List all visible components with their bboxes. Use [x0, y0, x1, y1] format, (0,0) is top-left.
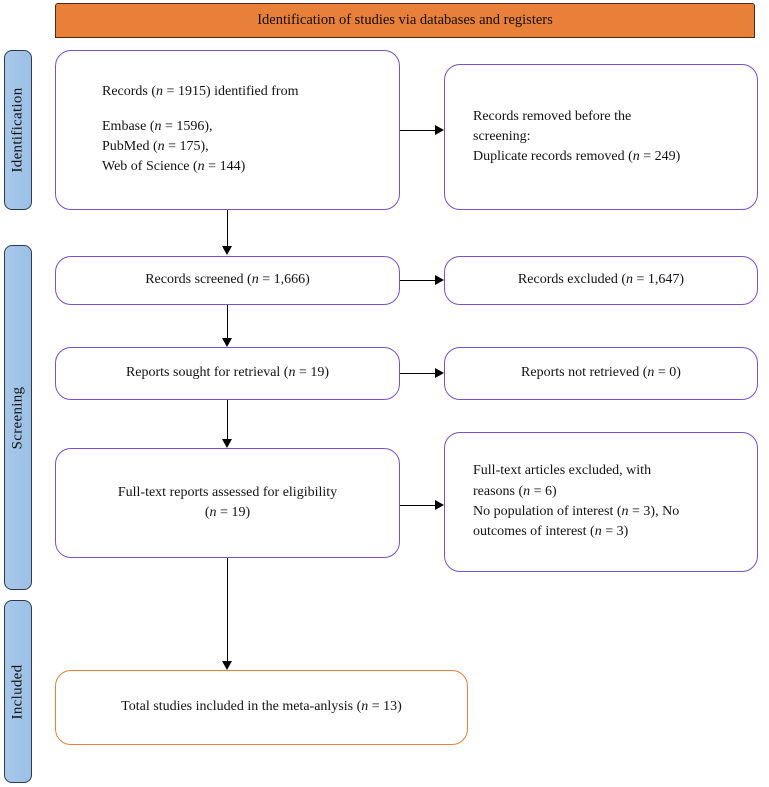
- arrowhead-identified-to-screened: [222, 246, 232, 255]
- reasons-count: = 6): [530, 483, 557, 499]
- reasons-label: reasons (: [473, 483, 524, 499]
- phase-rail-screening: Screening: [4, 245, 32, 590]
- diagram-banner: Identification of studies via databases …: [55, 3, 755, 38]
- box-records-screened-text: Records screened (n = 1,666): [56, 270, 399, 290]
- box-records-removed-text: Records removed before the screening: Du…: [445, 107, 757, 168]
- box-records-removed: Records removed before the screening: Du…: [444, 64, 758, 210]
- source-3-label: Web of Science (: [102, 159, 198, 175]
- box-fulltext-excluded: Full-text articles excluded, with reason…: [444, 432, 758, 572]
- box-records-screened: Records screened (n = 1,666): [55, 256, 400, 305]
- box-fulltext-excluded-text: Full-text articles excluded, with reason…: [445, 461, 757, 542]
- source-3-count: = 144): [204, 159, 246, 175]
- phase-rail-identification-label: Identification: [9, 87, 26, 173]
- connector-identified-to-screened: [227, 210, 228, 246]
- reports-not-retrieved-count: = 0): [654, 365, 681, 381]
- arrowhead-sought-to-fulltext: [222, 439, 232, 448]
- italic-n: n: [632, 149, 640, 165]
- connector-screened-to-sought: [227, 305, 228, 338]
- italic-n: n: [594, 524, 602, 540]
- phase-rail-identification: Identification: [4, 50, 32, 210]
- box-records-excluded-text: Records excluded (n = 1,647): [445, 270, 757, 290]
- no-population-label: No population of interest (: [473, 504, 622, 519]
- fulltext-assessed-line2: (n = 19): [68, 503, 387, 523]
- records-identified-line1-rest: = 1915) identified from: [163, 84, 299, 100]
- no-population-count: = 3), No: [628, 504, 680, 519]
- duplicates-count: = 249): [639, 149, 681, 165]
- arrowhead-fulltext-to-excluded: [435, 500, 444, 510]
- italic-n: n: [288, 365, 296, 381]
- connector-fulltext-to-included: [227, 558, 228, 661]
- records-identified-source-3: Web of Science (n = 144): [102, 157, 385, 177]
- box-total-included: Total studies included in the meta-anlys…: [55, 670, 468, 745]
- italic-n: n: [156, 84, 164, 100]
- fulltext-excluded-line3: No population of interest (n = 3), No: [473, 502, 745, 522]
- fulltext-excluded-line4: outcomes of interest (n = 3): [473, 522, 745, 542]
- italic-n: n: [209, 505, 217, 520]
- paren-open: (: [204, 505, 210, 520]
- arrowhead-sought-to-not-retrieved: [435, 368, 444, 378]
- spacer: [102, 103, 385, 117]
- records-excluded-count: = 1,647): [633, 272, 685, 288]
- duplicates-label: Duplicate records removed (: [473, 149, 633, 165]
- italic-n: n: [251, 272, 259, 288]
- total-included-count: = 13): [368, 699, 402, 715]
- reports-sought-count: = 19): [295, 365, 330, 381]
- italic-n: n: [621, 504, 629, 519]
- records-screened-count: = 1,666): [258, 272, 310, 288]
- italic-n: n: [154, 118, 162, 134]
- source-2-count: = 175),: [164, 139, 209, 154]
- records-removed-line3: Duplicate records removed (n = 249): [473, 147, 745, 167]
- arrowhead-screened-to-excluded: [435, 275, 444, 285]
- phase-rail-included: Included: [4, 600, 32, 783]
- no-outcomes-label: outcomes of interest (: [473, 524, 595, 540]
- box-reports-sought-text: Reports sought for retrieval (n = 19): [56, 363, 399, 383]
- italic-n: n: [197, 159, 205, 175]
- italic-n: n: [647, 365, 655, 381]
- no-outcomes-count: = 3): [601, 524, 629, 540]
- box-records-identified-text: Records (n = 1915) identified from Embas…: [56, 82, 399, 177]
- box-records-excluded: Records excluded (n = 1,647): [444, 256, 758, 305]
- records-screened-label: Records screened (: [145, 272, 252, 288]
- box-fulltext-assessed-text: Full-text reports assessed for eligibili…: [56, 483, 399, 524]
- italic-n: n: [361, 699, 369, 715]
- box-fulltext-assessed: Full-text reports assessed for eligibili…: [55, 448, 400, 558]
- connector-fulltext-to-excluded: [400, 505, 435, 506]
- total-included-label: Total studies included in the meta-anlys…: [121, 699, 362, 715]
- italic-n: n: [626, 272, 633, 288]
- connector-sought-to-not-retrieved: [400, 373, 435, 374]
- fulltext-assessed-line1: Full-text reports assessed for eligibili…: [117, 484, 338, 500]
- box-records-identified: Records (n = 1915) identified from Embas…: [55, 50, 400, 210]
- reports-not-retrieved-label: Reports not retrieved (: [521, 365, 648, 381]
- connector-identified-to-removed: [400, 130, 435, 131]
- phase-rail-screening-label: Screening: [9, 386, 26, 449]
- reports-sought-label: Reports sought for retrieval (: [125, 365, 289, 381]
- connector-sought-to-fulltext: [227, 400, 228, 439]
- banner-title: Identification of studies via databases …: [257, 12, 553, 28]
- box-reports-not-retrieved: Reports not retrieved (n = 0): [444, 347, 758, 400]
- fulltext-assessed-count: = 19): [216, 505, 251, 520]
- fulltext-excluded-line2: reasons (n = 6): [473, 482, 745, 502]
- arrowhead-screened-to-sought: [222, 338, 232, 347]
- fulltext-excluded-line1: Full-text articles excluded, with: [473, 463, 652, 479]
- records-identified-source-2: PubMed (n = 175),: [102, 137, 385, 157]
- records-identified-line1: Records (: [102, 84, 157, 100]
- records-removed-line2: screening:: [473, 128, 531, 144]
- phase-rail-included-label: Included: [9, 664, 26, 719]
- connector-screened-to-excluded: [400, 280, 435, 281]
- source-1-label: Embase (: [102, 118, 155, 134]
- arrowhead-identified-to-removed: [435, 125, 444, 135]
- arrowhead-fulltext-to-included: [222, 661, 232, 670]
- box-reports-sought: Reports sought for retrieval (n = 19): [55, 347, 400, 400]
- source-1-count: = 1596),: [161, 118, 213, 134]
- source-2-label: PubMed (: [102, 139, 158, 154]
- box-total-included-text: Total studies included in the meta-anlys…: [56, 697, 467, 717]
- italic-n: n: [523, 483, 531, 499]
- italic-n: n: [157, 139, 165, 154]
- records-identified-source-1: Embase (n = 1596),: [102, 117, 385, 137]
- records-excluded-label: Records excluded (: [517, 272, 626, 288]
- records-removed-line1: Records removed before the: [473, 108, 632, 124]
- box-reports-not-retrieved-text: Reports not retrieved (n = 0): [445, 363, 757, 383]
